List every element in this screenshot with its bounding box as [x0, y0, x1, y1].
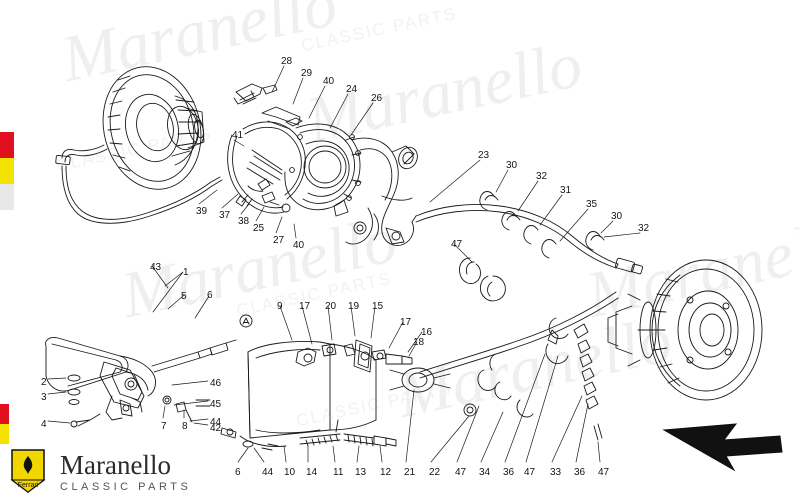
callout-number: 7: [161, 421, 167, 432]
callout-number: 6: [235, 467, 241, 478]
callout-number: 8: [182, 421, 188, 432]
callout-number: 5: [181, 291, 187, 302]
callout-number: 30: [506, 160, 518, 171]
callout-number: 44: [262, 467, 274, 478]
callout-number: 11: [333, 467, 344, 478]
callout-number: 33: [550, 467, 562, 478]
callout-number: 18: [413, 337, 425, 348]
callout-number: 35: [586, 199, 598, 210]
callout-number: 10: [284, 467, 296, 478]
callout-number: 47: [451, 239, 463, 250]
callout-number: 40: [323, 76, 335, 87]
callout-number: 47: [455, 467, 467, 478]
callout-number: 26: [371, 93, 383, 104]
callout-number: 17: [299, 301, 311, 312]
callout-number: 40: [293, 240, 305, 251]
callout-number: 45: [210, 399, 222, 410]
callout-number: 2: [41, 377, 47, 388]
logo-text: Ferrari: [18, 482, 39, 489]
callout-number: 47: [524, 467, 536, 478]
callout-number: 44: [210, 417, 222, 428]
callout-number: 36: [503, 467, 515, 478]
callout-number: 42: [210, 423, 222, 434]
callout-number: 47: [598, 467, 610, 478]
callout-number: 31: [560, 185, 572, 196]
ferrari-shield-logo: Ferrari: [10, 449, 46, 493]
callout-number: 30: [611, 211, 623, 222]
callout-number: 34: [479, 467, 491, 478]
callout-number: 1: [183, 267, 189, 278]
callout-number: 29: [301, 68, 313, 79]
callout-number: 43: [150, 262, 162, 273]
callout-number: 12: [380, 467, 392, 478]
callout-number: 15: [372, 301, 384, 312]
callout-number: 32: [536, 171, 548, 182]
callout-number: 3: [41, 392, 47, 403]
corner-color-strip: [0, 132, 14, 444]
callout-number: 14: [306, 467, 318, 478]
callout-number: 32: [638, 223, 650, 234]
callout-number: 9: [277, 301, 283, 312]
callout-number: 17: [400, 317, 412, 328]
callout-number: 41: [232, 130, 244, 141]
callout-number: 4: [41, 419, 47, 430]
callout-number: 6: [207, 290, 213, 301]
callout-number: 27: [273, 235, 285, 246]
callout-number: 20: [325, 301, 337, 312]
callout-number: 25: [253, 223, 265, 234]
callout-number: 23: [478, 150, 490, 161]
callout-number: 16: [421, 327, 433, 338]
callout-number: 46: [210, 378, 222, 389]
direction-arrow: [662, 423, 783, 472]
callout-number: 19: [348, 301, 360, 312]
footer-brand-name: Maranello: [60, 450, 171, 480]
footer-brand-subtitle: CLASSIC PARTS: [60, 481, 192, 493]
callout-number: 39: [196, 206, 208, 217]
callout-number: 13: [355, 467, 367, 478]
callout-number: 24: [346, 84, 358, 95]
callout-number: 38: [238, 216, 250, 227]
callout-number: 21: [404, 467, 416, 478]
callout-number: 28: [281, 56, 293, 67]
callout-number: 36: [574, 467, 586, 478]
callout-number: 37: [219, 210, 231, 221]
footer-brand: Maranello CLASSIC PARTS: [60, 450, 191, 493]
callout-number: 22: [429, 467, 441, 478]
